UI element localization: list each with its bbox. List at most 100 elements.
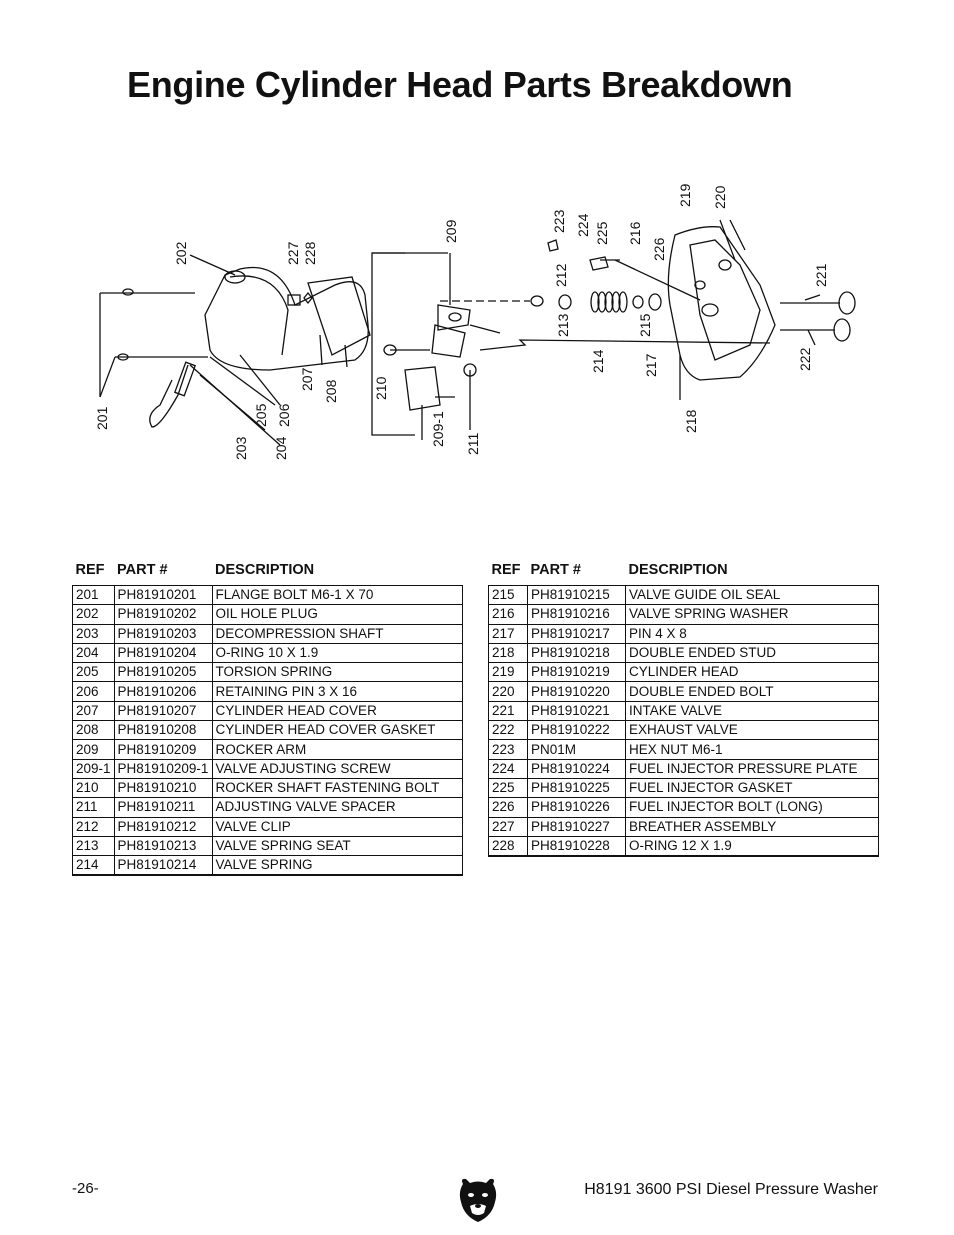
cell-description: VALVE SPRING <box>211 855 464 877</box>
cell-ref: 209 <box>72 739 115 760</box>
cell-description: FUEL INJECTOR BOLT (LONG) <box>625 797 879 818</box>
cell-description: DOUBLE ENDED BOLT <box>625 681 879 702</box>
callout-213: 213 <box>555 313 571 337</box>
header-description: DESCRIPTION <box>625 560 879 586</box>
cell-description: EXHAUST VALVE <box>625 720 879 741</box>
cell-part-number: PH81910205 <box>113 662 213 683</box>
cell-description: CYLINDER HEAD COVER <box>211 700 464 722</box>
callout-226: 226 <box>651 237 667 261</box>
callout-223: 223 <box>551 209 567 233</box>
cell-part-number: PH81910228 <box>527 835 626 858</box>
callout-217: 217 <box>643 353 659 377</box>
cell-description: VALVE SPRING WASHER <box>625 604 879 625</box>
callout-209: 209 <box>443 219 459 243</box>
cell-ref: 214 <box>72 855 115 877</box>
cell-description: RETAINING PIN 3 X 16 <box>211 681 464 702</box>
cell-ref: 216 <box>488 604 528 625</box>
cell-part-number: PH81910201 <box>113 584 213 606</box>
cylinder-head-cover-drawing <box>204 267 369 371</box>
cell-description: VALVE GUIDE OIL SEAL <box>625 584 879 606</box>
cell-part-number: PH81910211 <box>113 797 213 818</box>
cell-ref: 219 <box>488 662 528 683</box>
cell-description: VALVE ADJUSTING SCREW <box>211 758 464 779</box>
bear-head-icon <box>459 1178 497 1222</box>
page-number: -26- <box>72 1180 99 1197</box>
callout-218: 218 <box>683 409 699 433</box>
cell-part-number: PH81910219 <box>527 662 626 683</box>
cell-description: CYLINDER HEAD <box>625 662 879 683</box>
callout-228: 228 <box>302 241 318 265</box>
callout-227: 227 <box>285 241 301 265</box>
cell-part-number: PH81910216 <box>527 604 626 625</box>
parts-diagram: 201 202 203 204 205 206 207 208 209 209-… <box>94 183 856 460</box>
cell-description: DOUBLE ENDED STUD <box>625 642 879 664</box>
page-title: Engine Cylinder Head Parts Breakdown <box>127 64 793 105</box>
cell-part-number: PH81910209 <box>113 739 213 760</box>
cell-description: O-RING 12 X 1.9 <box>625 835 879 858</box>
cell-ref: 223 <box>488 739 528 760</box>
cell-part-number: PH81910204 <box>113 642 213 664</box>
cell-ref: 225 <box>488 777 528 799</box>
callout-216: 216 <box>627 221 643 245</box>
header-ref: REF <box>72 560 115 586</box>
callout-208: 208 <box>323 379 339 403</box>
cell-part-number: PH81910209-1 <box>113 758 213 779</box>
cell-part-number: PH81910208 <box>113 720 213 741</box>
cell-ref: 202 <box>72 604 115 625</box>
cell-description: ROCKER SHAFT FASTENING BOLT <box>211 777 464 799</box>
diagram-callouts: 201 202 203 204 205 206 207 208 209 209-… <box>94 183 829 460</box>
cell-description: INTAKE VALVE <box>625 700 879 722</box>
cell-description: DECOMPRESSION SHAFT <box>211 623 464 644</box>
cell-part-number: PH81910227 <box>527 816 626 837</box>
document-title: H8191 3600 PSI Diesel Pressure Washer <box>584 1181 878 1198</box>
header-part-number: PART # <box>527 560 626 586</box>
callout-203: 203 <box>233 436 249 460</box>
cell-description: VALVE SPRING SEAT <box>211 835 464 857</box>
callout-209-1: 209-1 <box>430 411 446 447</box>
cell-ref: 213 <box>72 835 115 857</box>
cell-ref: 215 <box>488 584 528 606</box>
cell-part-number: PH81910218 <box>527 642 626 664</box>
callout-222: 222 <box>797 347 813 371</box>
cell-ref: 227 <box>488 816 528 837</box>
cell-description: FUEL INJECTOR GASKET <box>625 777 879 799</box>
callout-219: 219 <box>677 183 693 207</box>
cell-part-number: PH81910214 <box>113 855 213 877</box>
cell-ref: 205 <box>72 662 115 683</box>
cell-ref: 203 <box>72 623 115 644</box>
cell-description: FLANGE BOLT M6-1 X 70 <box>211 584 464 606</box>
callout-202: 202 <box>173 241 189 265</box>
cell-part-number: PH81910212 <box>113 816 213 837</box>
decompression-shaft-drawing <box>149 364 189 428</box>
valve-spring-drawing <box>590 291 628 313</box>
callout-211: 211 <box>465 432 481 455</box>
cell-ref: 212 <box>72 816 115 837</box>
cell-ref: 228 <box>488 835 528 858</box>
cell-part-number: PH81910215 <box>527 584 626 606</box>
cell-description: OIL HOLE PLUG <box>211 604 464 625</box>
cell-description: CYLINDER HEAD COVER GASKET <box>211 720 464 741</box>
cell-ref: 218 <box>488 642 528 664</box>
cell-ref: 201 <box>72 584 115 606</box>
cell-part-number: PH81910226 <box>527 797 626 818</box>
cell-part-number: PH81910225 <box>527 777 626 799</box>
cell-part-number: PH81910213 <box>113 835 213 857</box>
cell-part-number: PH81910210 <box>113 777 213 799</box>
